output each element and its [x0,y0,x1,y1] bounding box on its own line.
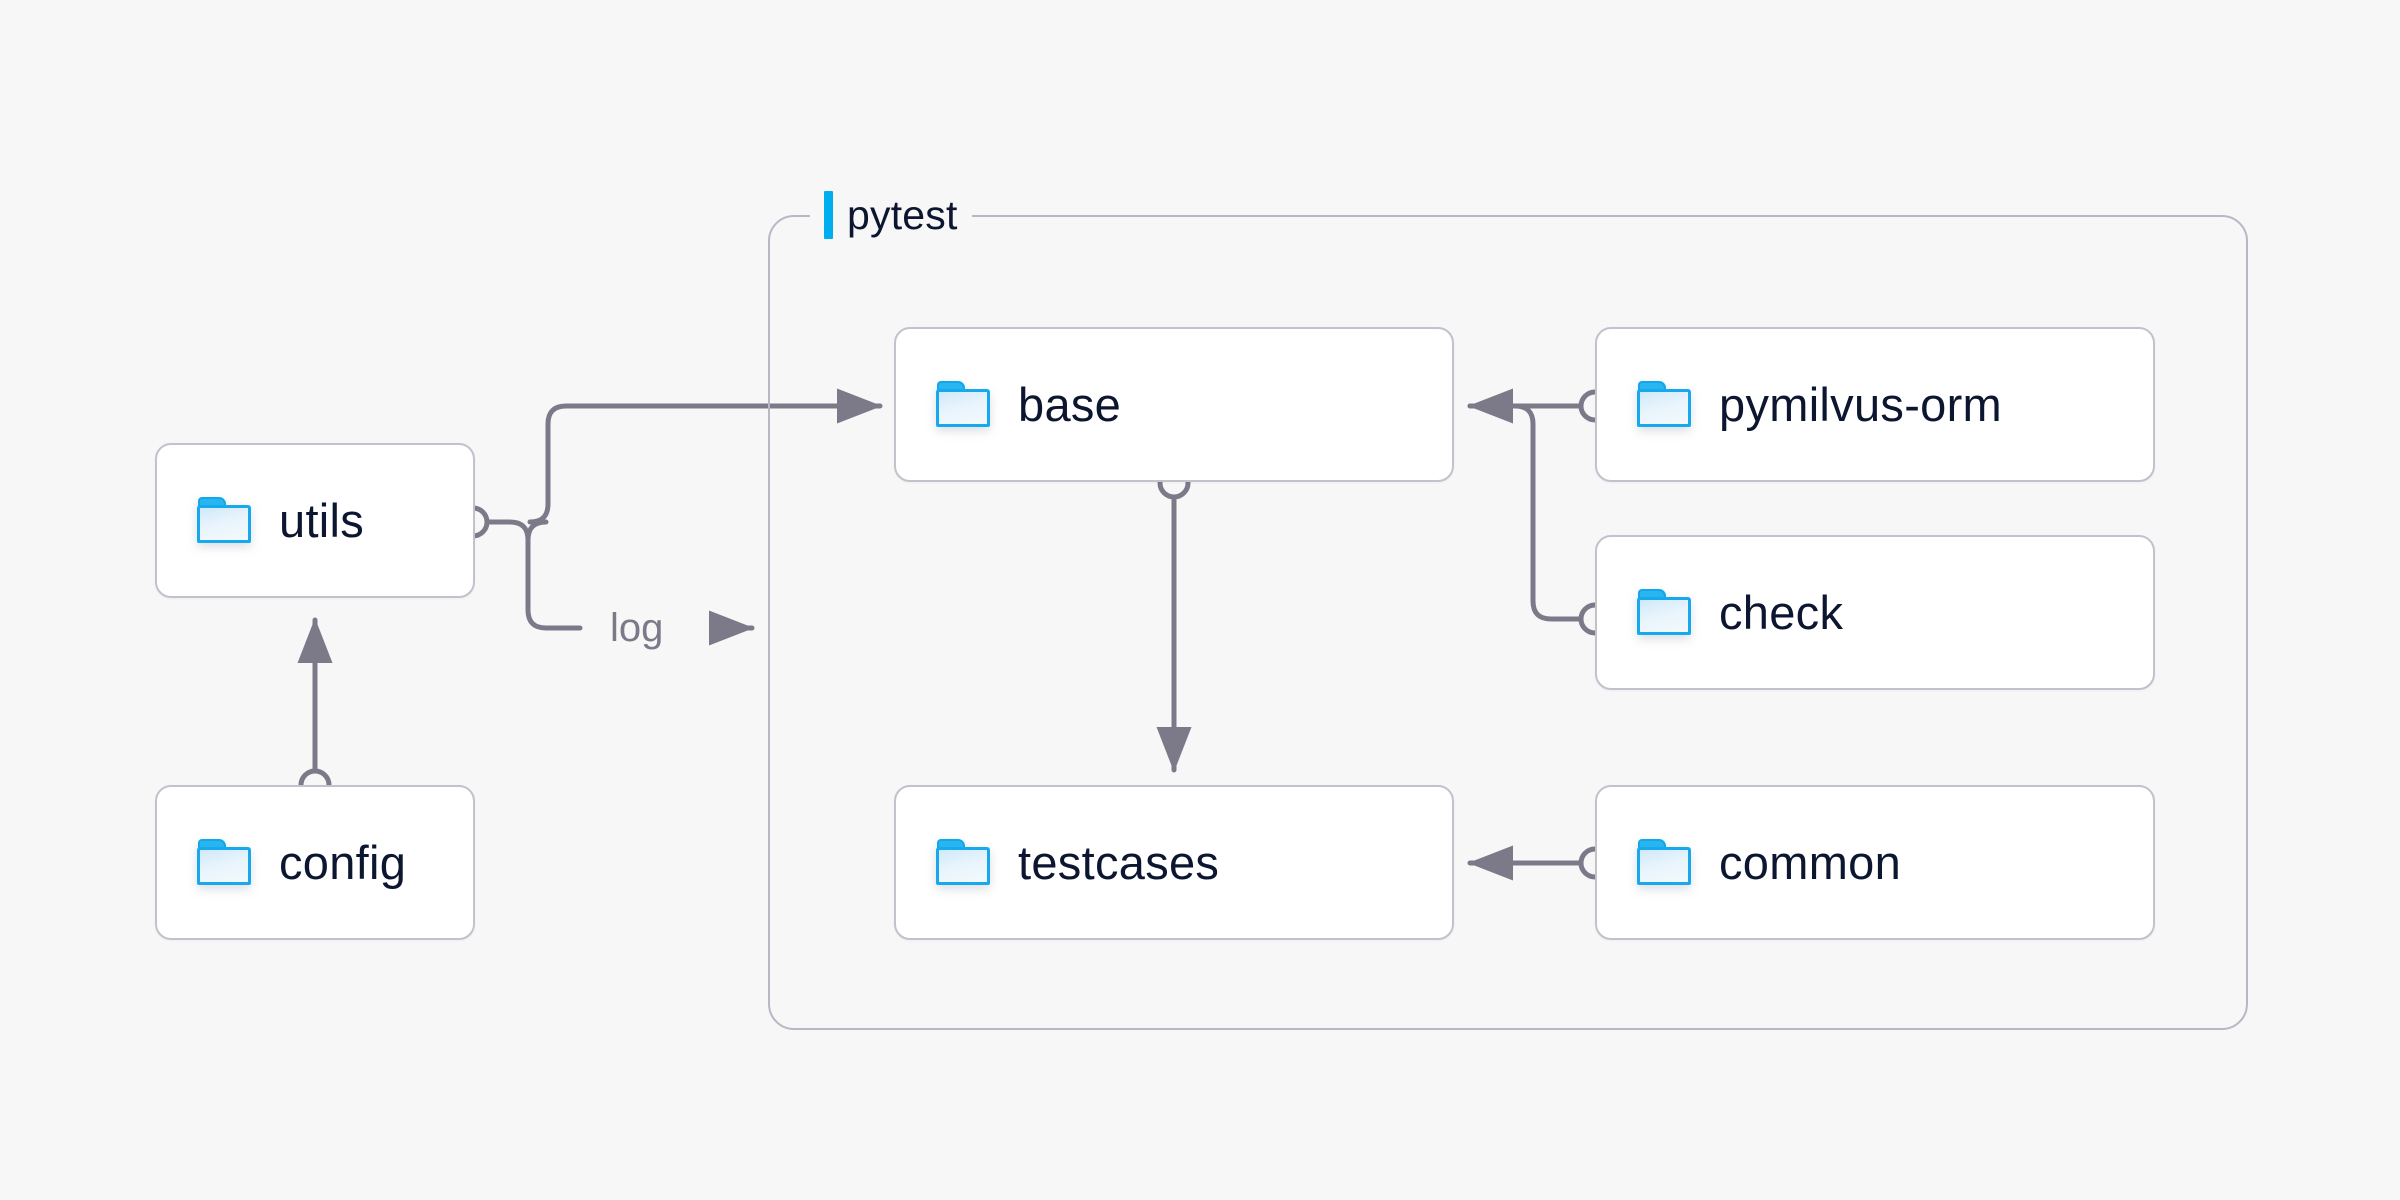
edge-utils-to-log [525,537,583,631]
edge-utils-stem [484,519,531,543]
folder-icon [1637,588,1693,637]
group-pytest-label: pytest [810,187,972,243]
edge-label-log: log [600,608,674,648]
node-utils[interactable]: utils [155,443,475,598]
node-common-label: common [1719,836,1902,889]
node-testcases[interactable]: testcases [894,785,1454,940]
node-config-label: config [279,836,407,889]
folder-icon [936,838,992,887]
node-testcases-label: testcases [1018,836,1220,889]
node-base-label: base [1018,378,1122,431]
folder-icon [1637,838,1693,887]
node-pymilvus-orm[interactable]: pymilvus-orm [1595,327,2155,482]
folder-icon [936,380,992,429]
node-base[interactable]: base [894,327,1454,482]
node-utils-label: utils [279,494,365,547]
node-common[interactable]: common [1595,785,2155,940]
folder-icon [197,838,253,887]
folder-icon [1637,380,1693,429]
folder-icon [197,496,253,545]
node-check[interactable]: check [1595,535,2155,690]
group-pytest-title: pytest [847,191,958,238]
node-check-label: check [1719,586,1844,639]
node-config[interactable]: config [155,785,475,940]
accent-bar-icon [824,191,833,239]
node-pymilvus-orm-label: pymilvus-orm [1719,378,2003,431]
group-pytest [768,215,2248,1030]
